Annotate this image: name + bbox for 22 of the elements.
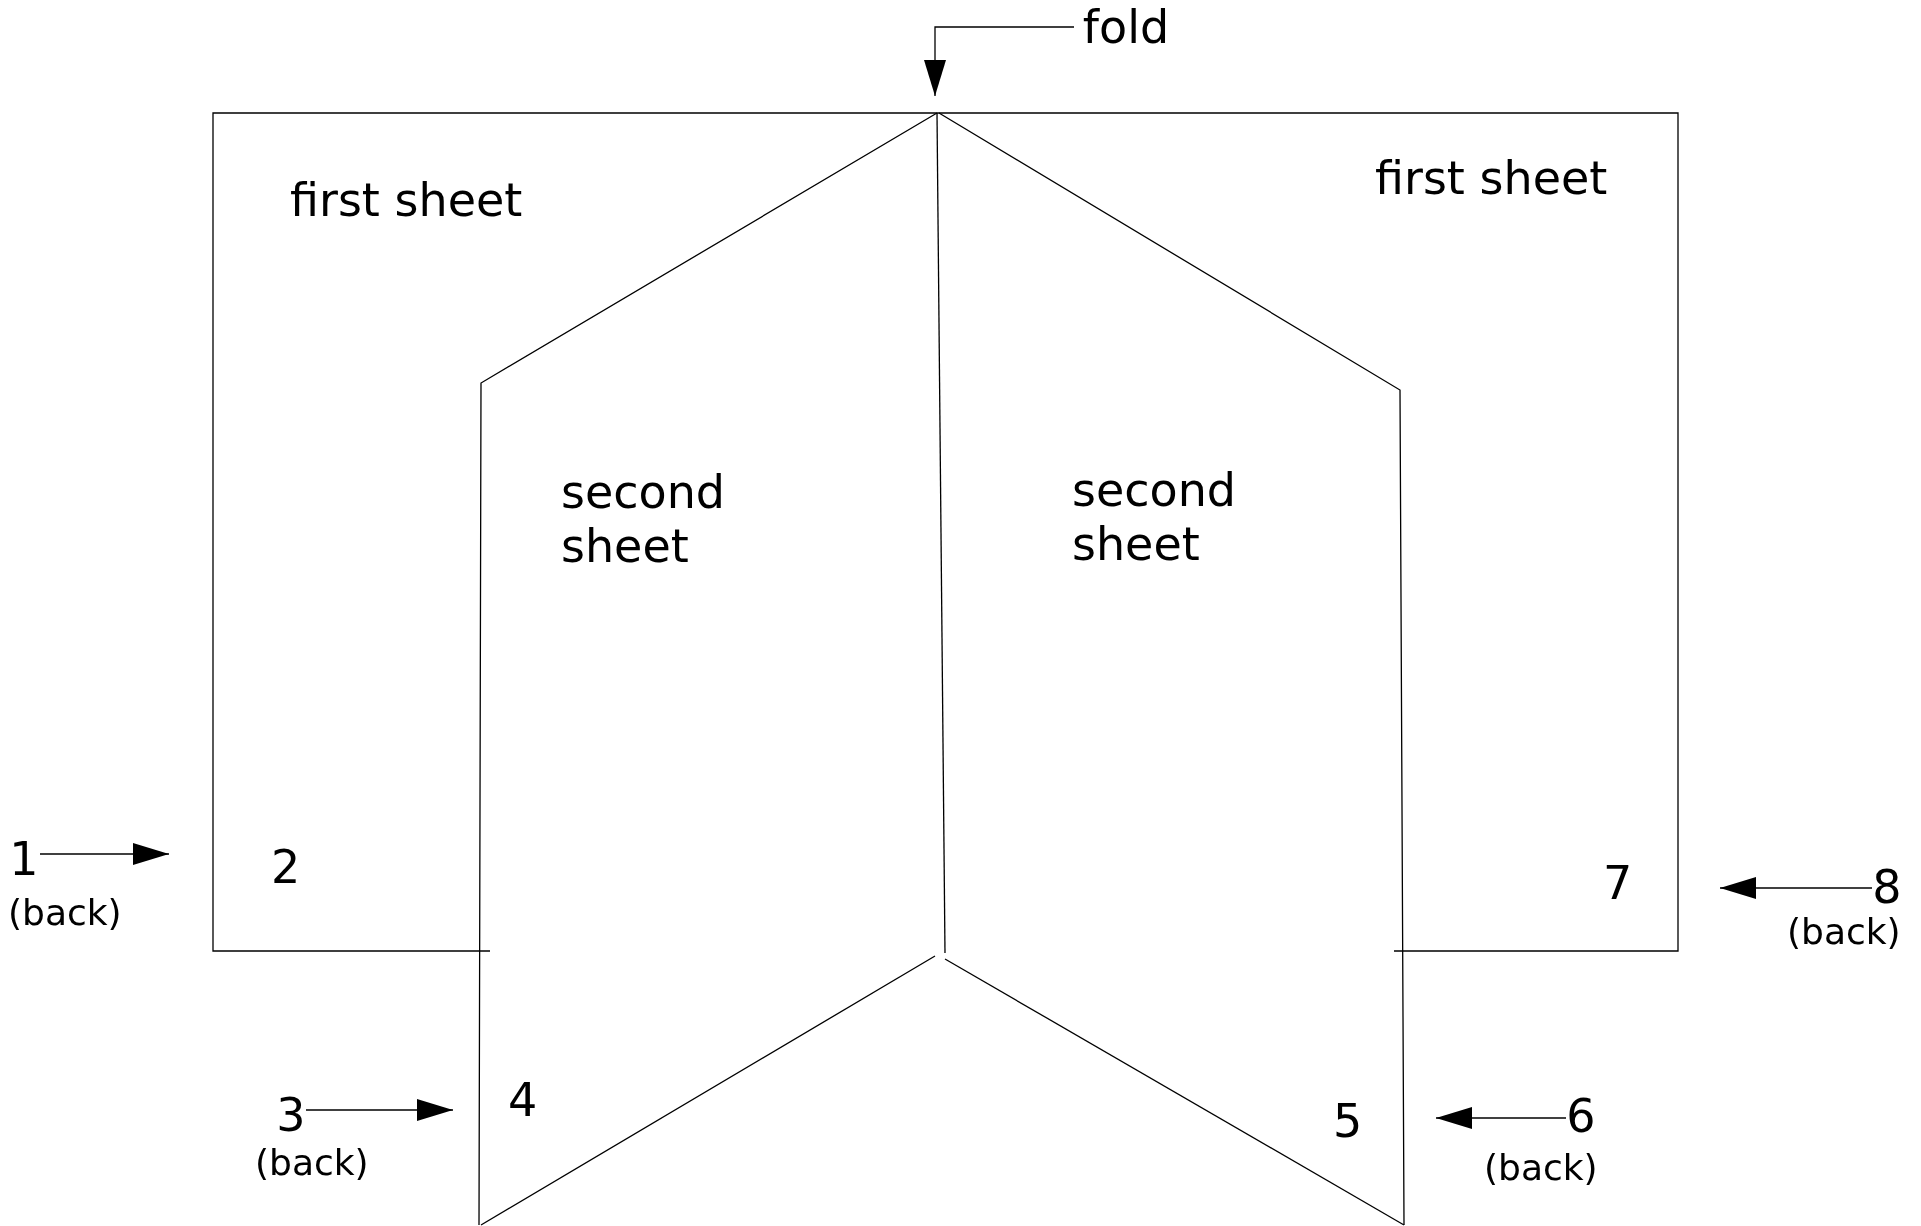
arrow xyxy=(924,26,1075,97)
arrow xyxy=(39,843,170,865)
sheet-label: first sheet xyxy=(290,173,523,227)
page-number: 2 xyxy=(271,840,301,894)
sheet-label: first sheet xyxy=(1375,151,1608,205)
sheet-label: second sheet xyxy=(1072,463,1238,571)
sheet-label: second sheet xyxy=(561,465,727,573)
arrow xyxy=(1435,1107,1567,1129)
page-number-label: 3 xyxy=(276,1092,306,1138)
arrow xyxy=(1719,877,1873,899)
page-number: 4 xyxy=(508,1073,538,1127)
page-number: 5 xyxy=(1333,1094,1363,1148)
fold-label: fold xyxy=(1074,4,1178,54)
page-number-label: 6 xyxy=(1566,1093,1596,1139)
arrow xyxy=(305,1099,454,1121)
page-number: 7 xyxy=(1603,856,1633,910)
page-number-label: 8 xyxy=(1872,864,1902,910)
back-note: (back) xyxy=(8,893,122,933)
back-note: (back) xyxy=(1484,1148,1598,1188)
page-number-label: 1 xyxy=(8,836,40,882)
back-note: (back) xyxy=(255,1143,369,1183)
back-note: (back) xyxy=(1787,912,1901,952)
